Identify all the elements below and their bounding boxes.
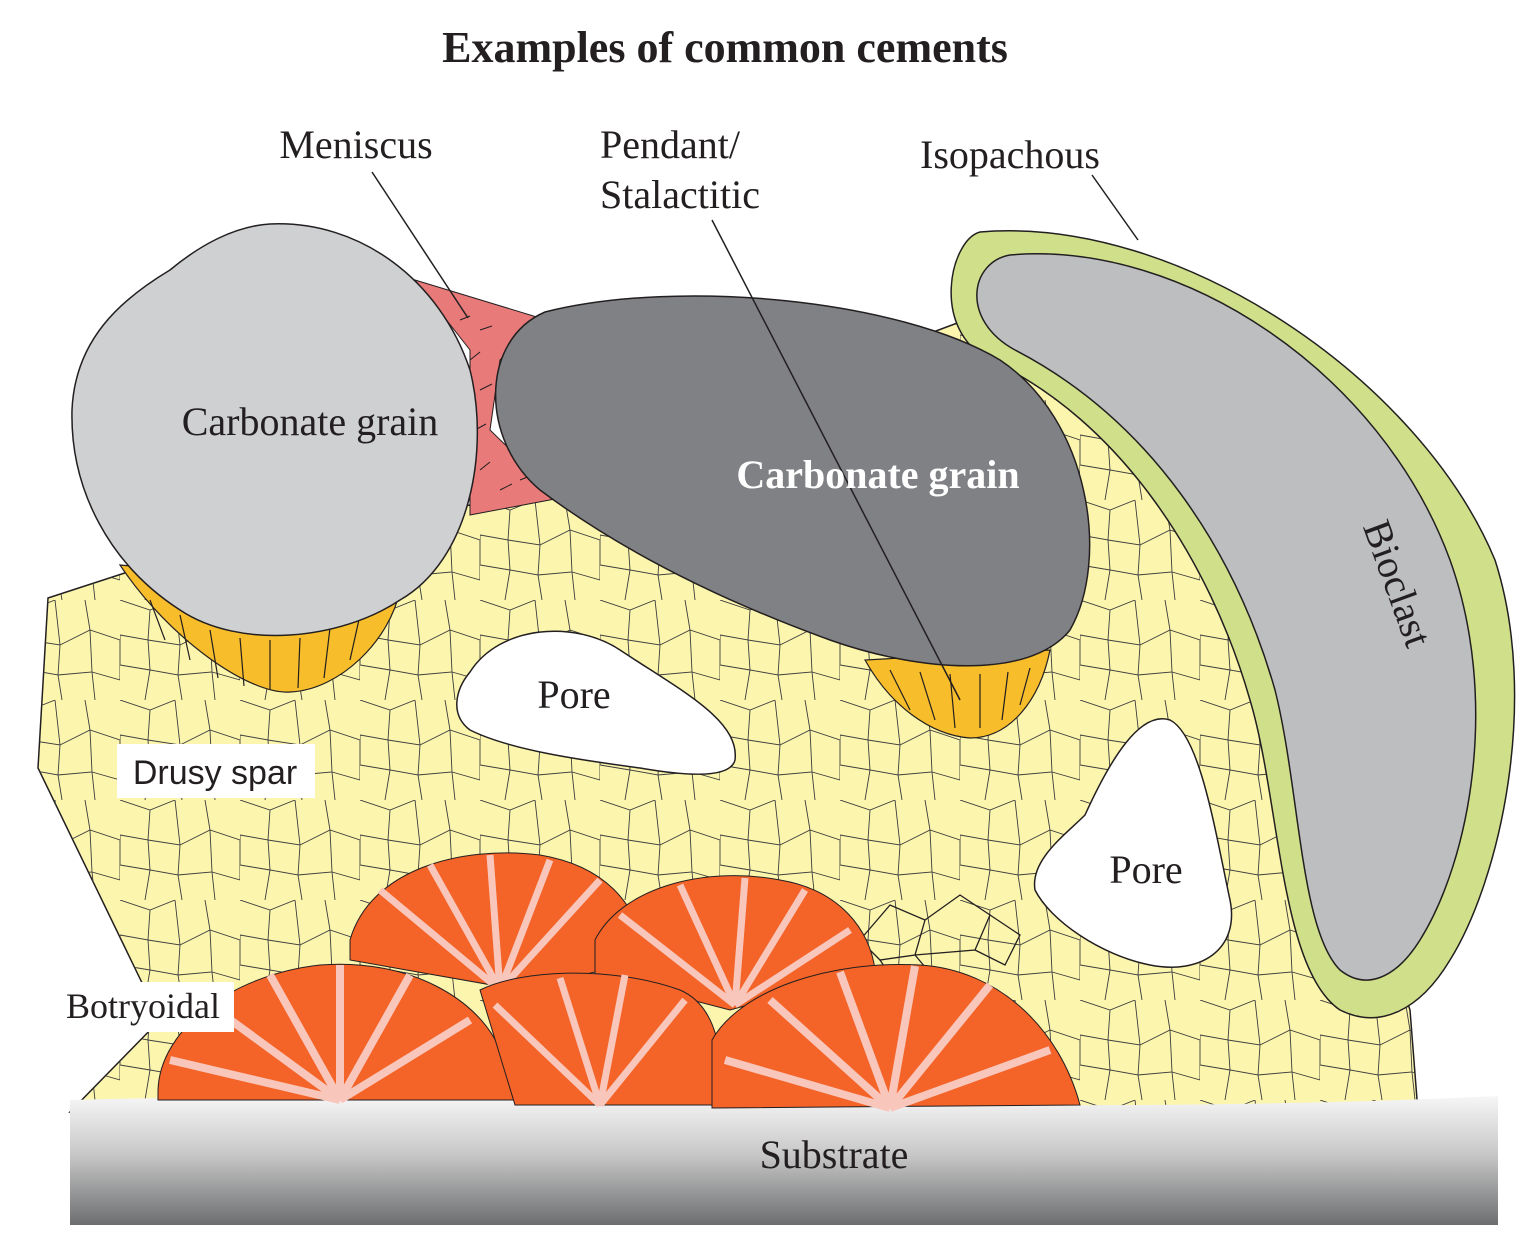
botryoidal-fan-5 — [711, 963, 1081, 1112]
substrate — [70, 1096, 1498, 1225]
isopachous-label: Isopachous — [920, 132, 1100, 177]
leader-lines — [371, 171, 1139, 701]
pore-right-label: Pore — [1109, 847, 1182, 892]
meniscus-leader — [371, 171, 469, 319]
pore-right — [1033, 717, 1233, 968]
drusy-spar-label: Drusy spar — [133, 754, 297, 792]
carbonate-grain-left-label: Carbonate grain — [182, 399, 439, 444]
botryoidal-fan-2 — [594, 875, 876, 1011]
pendant-label-line2: Stalactitic — [600, 172, 760, 217]
substrate-label: Substrate — [760, 1132, 909, 1177]
pendant-crystal-marks-right — [889, 667, 1031, 729]
pendant-label-line1: Pendant/ — [600, 122, 741, 167]
drusy-spar-label-bg — [117, 744, 315, 798]
botryoidal-fan-4 — [479, 972, 722, 1108]
pore-left — [456, 630, 736, 775]
carbonate-grain-right-label: Carbonate grain — [736, 452, 1019, 497]
pore-left-label: Pore — [537, 672, 610, 717]
botryoidal-label-bg — [52, 982, 234, 1032]
carbonate-grain-left — [71, 223, 479, 637]
diagram-title: Examples of common cements — [442, 23, 1008, 72]
pendant-leader — [711, 219, 961, 701]
carbonate-grain-right — [494, 295, 1091, 667]
pendant-crystal-marks-left — [149, 599, 361, 690]
botryoidal-fan-1 — [349, 852, 646, 993]
botryoidal-label: Botryoidal — [66, 986, 220, 1026]
bioclast — [976, 253, 1477, 981]
isopachous-leader — [1091, 174, 1139, 241]
meniscus-label: Meniscus — [279, 122, 432, 167]
botryoidal-cement — [157, 852, 1081, 1112]
